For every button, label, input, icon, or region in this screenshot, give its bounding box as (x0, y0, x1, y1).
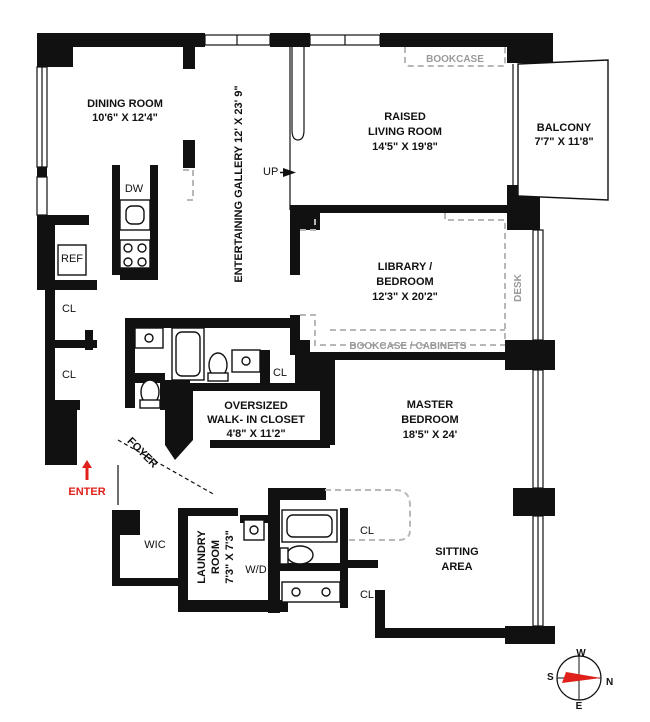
room-name-line1: LAUNDRY (196, 530, 208, 584)
enter-arrow-icon (82, 460, 92, 480)
walls (36, 33, 609, 644)
ref-label: REF (61, 253, 83, 265)
compass: N S E W (547, 648, 613, 712)
room-name-line1: OVERSIZED (224, 400, 288, 412)
room-name-line2: AREA (441, 561, 472, 573)
compass-needle-icon (562, 672, 601, 683)
room-name-line2: LIVING ROOM (368, 126, 442, 138)
closet-label-1: CL (62, 303, 76, 315)
room-balcony: BALCONY 7'7" X 11'8" (534, 122, 593, 148)
closet-label-2: CL (62, 369, 76, 381)
room-master: MASTER BEDROOM 18'5" X 24' (401, 399, 458, 441)
room-walk-in-closet: OVERSIZED WALK- IN CLOSET 4'8" X 11'2" (207, 400, 305, 440)
room-name-line1: MASTER (407, 399, 454, 411)
bookcase-cabinets-label: BOOKCASE / CABINETS (349, 341, 467, 352)
enter-label: ENTER (68, 486, 105, 498)
compass-e: E (576, 701, 583, 712)
closet-label-4: CL (360, 525, 374, 537)
room-dims: 7'7" X 11'8" (534, 136, 593, 148)
room-name: BALCONY (537, 122, 592, 134)
compass-w: W (576, 648, 586, 659)
room-name-line1: SITTING (435, 546, 478, 558)
room-laundry: LAUNDRY ROOM 7'3" X 7'3" (196, 530, 236, 584)
room-name-line2: WALK- IN CLOSET (207, 414, 305, 426)
room-name-line2: BEDROOM (376, 276, 433, 288)
closet-label-3: CL (273, 367, 287, 379)
room-dims: 12'3" X 20'2" (372, 291, 438, 303)
dw-label: DW (125, 183, 144, 195)
room-name: DINING ROOM (87, 98, 163, 110)
room-dining: DINING ROOM 10'6" X 12'4" (87, 98, 163, 124)
foyer-label: FOYER (124, 435, 159, 470)
room-name-line2: ROOM (210, 540, 222, 574)
room-name-line1: LIBRARY / (378, 261, 432, 273)
room-gallery: ENTERTAINING GALLERY 12' X 23' 9" (233, 85, 245, 282)
compass-s: S (547, 672, 554, 683)
room-dims: 4'8" X 11'2" (226, 428, 285, 440)
washer-dryer-label: W/D (245, 564, 266, 576)
fixtures (57, 199, 341, 603)
room-dims: 14'5" X 19'8" (372, 141, 438, 153)
wic-label: WIC (144, 539, 165, 551)
built-ins (183, 47, 506, 541)
room-dims: 7'3" X 7'3" (224, 530, 236, 584)
room-dims: 10'6" X 12'4" (92, 112, 158, 124)
room-name-line2: BEDROOM (401, 414, 458, 426)
room-living: RAISED LIVING ROOM 14'5" X 19'8" (368, 111, 442, 153)
room-name-line1: RAISED (384, 111, 426, 123)
up-label: UP (263, 166, 278, 178)
room-sitting: SITTING AREA (435, 546, 478, 573)
closet-label-5: CL (360, 589, 374, 601)
room-labels: DINING ROOM 10'6" X 12'4" ENTERTAINING G… (87, 85, 593, 583)
desk-label: DESK (513, 273, 524, 302)
room-dims: 18'5" X 24' (403, 429, 458, 441)
compass-n: N (606, 677, 613, 688)
room-library: LIBRARY / BEDROOM 12'3" X 20'2" (372, 261, 438, 303)
bookcase-label: BOOKCASE (426, 54, 484, 65)
